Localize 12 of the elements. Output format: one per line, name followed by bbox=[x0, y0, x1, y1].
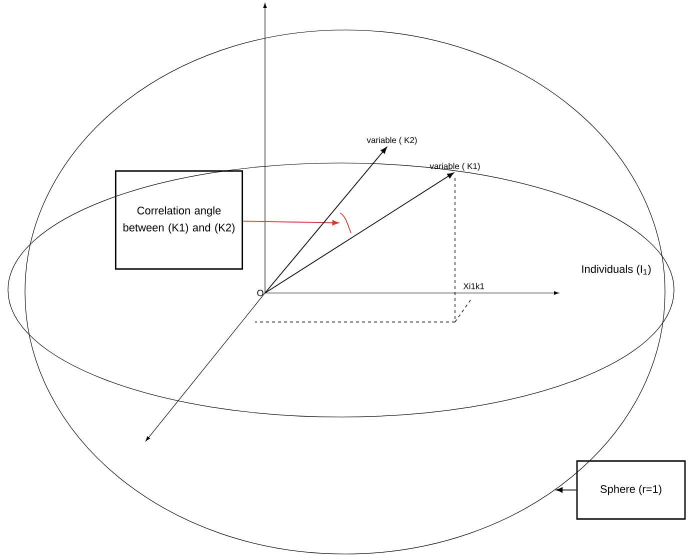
text-box: Sphere (r=1) bbox=[576, 460, 686, 520]
leader-arrow bbox=[556, 487, 577, 493]
axis-label: Individuals (I$_{1}$) bbox=[582, 264, 651, 276]
vector-arrow bbox=[264, 146, 387, 294]
vector-label: variable ( K2) bbox=[366, 136, 417, 145]
vector-label: variable ( K1) bbox=[430, 162, 480, 171]
text-box: Correlation angle between (K1) and (K2) bbox=[114, 170, 244, 270]
vector-arrow bbox=[264, 172, 454, 294]
point-label: Xi1k1 bbox=[463, 282, 484, 290]
leader-arrow bbox=[242, 220, 339, 226]
angle-arc bbox=[340, 212, 352, 234]
origin-label: O bbox=[257, 290, 264, 296]
